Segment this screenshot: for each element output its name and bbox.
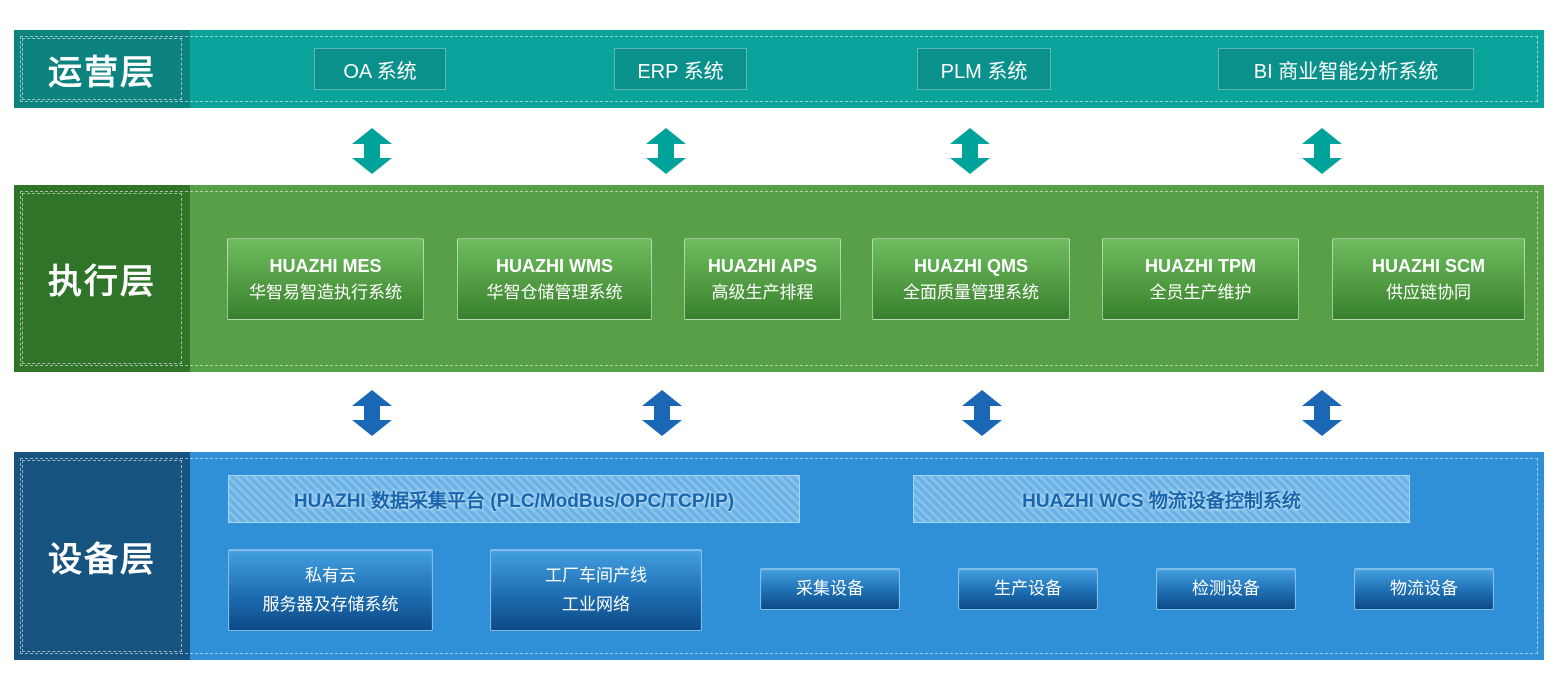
up-down-arrow-icon <box>646 128 686 174</box>
mes-system-box: HUAZHI MES 华智易智造执行系统 <box>227 238 424 320</box>
wcs-platform-bar: HUAZHI WCS 物流设备控制系统 <box>913 475 1410 523</box>
factory-network-box: 工厂车间产线 工业网络 <box>490 549 702 631</box>
inspection-device-label: 检测设备 <box>1192 579 1260 598</box>
up-down-arrow-icon <box>962 390 1002 436</box>
aps-system-name: HUAZHI APS <box>707 255 818 276</box>
tpm-system-box: HUAZHI TPM 全员生产维护 <box>1102 238 1299 320</box>
operations-layer-label-text: 运营层 <box>48 53 156 92</box>
execution-layer-band: 执行层 HUAZHI MES 华智易智造执行系统 HUAZHI WMS 华智仓储… <box>14 185 1544 372</box>
device-layer-band: 设备层 HUAZHI 数据采集平台 (PLC/ModBus/OPC/TCP/IP… <box>14 452 1544 660</box>
oa-system-box: OA 系统 <box>314 48 446 90</box>
up-down-arrow-icon <box>1302 390 1342 436</box>
logistics-device-box: 物流设备 <box>1354 568 1494 610</box>
production-device-label: 生产设备 <box>994 579 1062 598</box>
factory-network-line2: 工业网络 <box>562 595 630 614</box>
tpm-system-desc: 全员生产维护 <box>1149 282 1252 302</box>
qms-system-desc: 全面质量管理系统 <box>903 282 1039 302</box>
production-device-box: 生产设备 <box>958 568 1098 610</box>
private-cloud-box: 私有云 服务器及存储系统 <box>228 549 433 631</box>
oa-system-label: OA 系统 <box>343 60 417 83</box>
erp-system-label: ERP 系统 <box>637 60 724 83</box>
up-down-arrow-icon <box>642 390 682 436</box>
tpm-system-name: HUAZHI TPM <box>1145 255 1256 276</box>
operations-layer-label: 运营层 <box>14 30 190 108</box>
wms-system-name: HUAZHI WMS <box>496 255 613 276</box>
aps-system-box: HUAZHI APS 高级生产排程 <box>684 238 841 320</box>
operations-layer-band: 运营层 OA 系统 ERP 系统 PLM 系统 BI 商业智能分析系统 <box>14 30 1544 108</box>
up-down-arrow-icon <box>1302 128 1342 174</box>
up-down-arrow-icon <box>950 128 990 174</box>
bi-system-label: BI 商业智能分析系统 <box>1253 60 1439 83</box>
logistics-device-label: 物流设备 <box>1390 579 1458 598</box>
device-layer-label: 设备层 <box>14 452 190 660</box>
scm-system-name: HUAZHI SCM <box>1372 255 1485 276</box>
up-down-arrow-icon <box>352 128 392 174</box>
execution-layer-label-text: 执行层 <box>48 263 156 301</box>
inspection-device-box: 检测设备 <box>1156 568 1296 610</box>
device-layer-label-text: 设备层 <box>48 540 156 579</box>
wms-system-desc: 华智仓储管理系统 <box>486 282 623 302</box>
bi-system-box: BI 商业智能分析系统 <box>1218 48 1474 90</box>
collection-device-box: 采集设备 <box>760 568 900 610</box>
factory-network-line1: 工厂车间产线 <box>545 566 647 585</box>
mes-system-name: HUAZHI MES <box>269 255 382 276</box>
plm-system-box: PLM 系统 <box>917 48 1051 90</box>
erp-system-box: ERP 系统 <box>614 48 747 90</box>
up-down-arrow-icon <box>352 390 392 436</box>
scm-system-box: HUAZHI SCM 供应链协同 <box>1332 238 1525 320</box>
scm-system-desc: 供应链协同 <box>1386 282 1471 302</box>
wcs-platform-label: HUAZHI WCS 物流设备控制系统 <box>1022 490 1301 512</box>
data-collection-platform-label: HUAZHI 数据采集平台 (PLC/ModBus/OPC/TCP/IP) <box>293 490 735 512</box>
data-collection-platform-bar: HUAZHI 数据采集平台 (PLC/ModBus/OPC/TCP/IP) <box>228 475 800 523</box>
wms-system-box: HUAZHI WMS 华智仓储管理系统 <box>457 238 652 320</box>
qms-system-box: HUAZHI QMS 全面质量管理系统 <box>872 238 1070 320</box>
qms-system-name: HUAZHI QMS <box>914 255 1028 276</box>
execution-layer-label: 执行层 <box>14 185 190 372</box>
private-cloud-line1: 私有云 <box>305 566 356 585</box>
plm-system-label: PLM 系统 <box>940 60 1028 83</box>
mes-system-desc: 华智易智造执行系统 <box>249 282 402 302</box>
private-cloud-line2: 服务器及存储系统 <box>262 595 399 614</box>
aps-system-desc: 高级生产排程 <box>711 282 814 302</box>
collection-device-label: 采集设备 <box>796 579 864 598</box>
